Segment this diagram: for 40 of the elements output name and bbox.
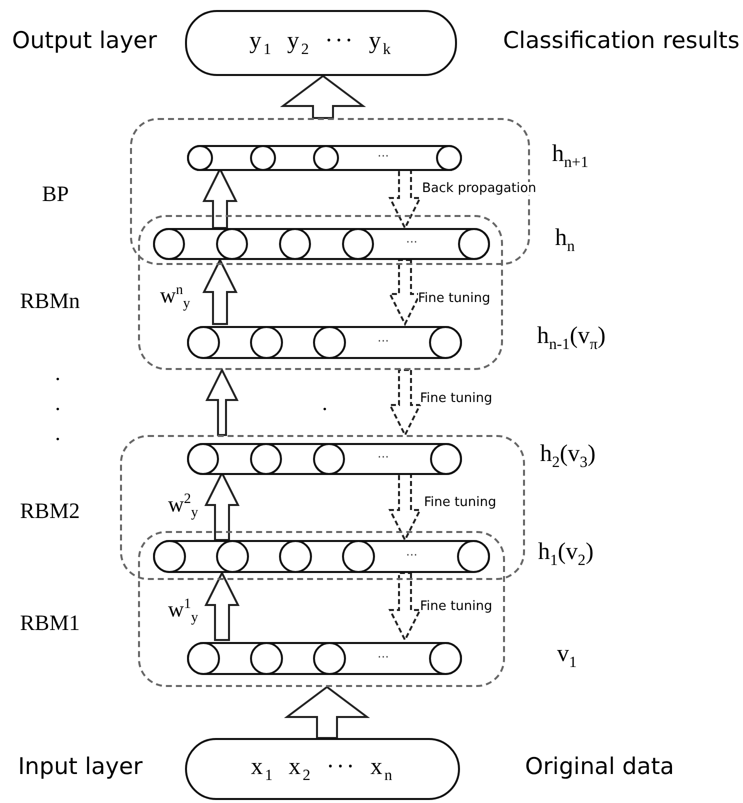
layer-label: h$_{n+1}$	[552, 142, 588, 170]
dashed-block-arrow	[388, 369, 422, 438]
block-arrow	[202, 258, 238, 325]
group-label: BP	[42, 183, 69, 205]
ellipsis-text: ···	[378, 451, 389, 463]
group-label: RBMn	[20, 290, 80, 312]
ellipsis-text: ···	[406, 236, 418, 248]
block-arrow	[280, 74, 366, 119]
edge-label: Fine tuning	[418, 292, 490, 305]
dashed-block-arrow	[388, 168, 422, 230]
layer-label: h$_{2}$(v$_{3}$)	[540, 442, 596, 470]
ellipsis-text: ···	[378, 334, 389, 346]
ellipsis-text: ···	[378, 650, 389, 662]
group-label: RBM2	[20, 500, 80, 522]
edge-label: Fine tuning	[420, 600, 492, 613]
side-caption: Classification results	[503, 30, 740, 53]
layer-label: h$_{n-1}$(v$_{π}$)	[537, 324, 606, 352]
layer-label: v$_{1}$	[557, 642, 577, 670]
ellipsis-text: ···	[378, 150, 389, 162]
side-caption: Output layer	[12, 30, 157, 53]
ellipsis-dot: .	[55, 362, 60, 384]
dashed-block-arrow	[388, 572, 422, 642]
ellipsis-dot: .	[55, 392, 60, 414]
block-arrow	[284, 686, 370, 739]
dashed-block-arrow	[388, 472, 422, 542]
layer-label: h$_{n}$	[555, 226, 575, 254]
side-caption: Input layer	[18, 756, 143, 779]
ellipsis-dot: .	[322, 392, 328, 414]
group-label: RBM1	[20, 612, 80, 634]
layer-values: x$_{1}$ x$_{2}$ ··· x$_{n}$	[250, 754, 394, 784]
layer-label: h$_{1}$(v$_{2}$)	[538, 540, 594, 568]
layer-values: y$_{1}$ y$_{2}$ ··· y$_{k}$	[249, 28, 393, 58]
edge-label: Fine tuning	[420, 392, 492, 405]
block-arrow	[205, 368, 239, 436]
ellipsis-dot: .	[55, 422, 60, 444]
block-arrow	[204, 570, 240, 641]
edge-label: Back propagation	[422, 182, 536, 195]
side-caption: Original data	[525, 756, 674, 779]
ellipsis-text: ···	[406, 548, 418, 560]
edge-label: Fine tuning	[424, 496, 496, 509]
